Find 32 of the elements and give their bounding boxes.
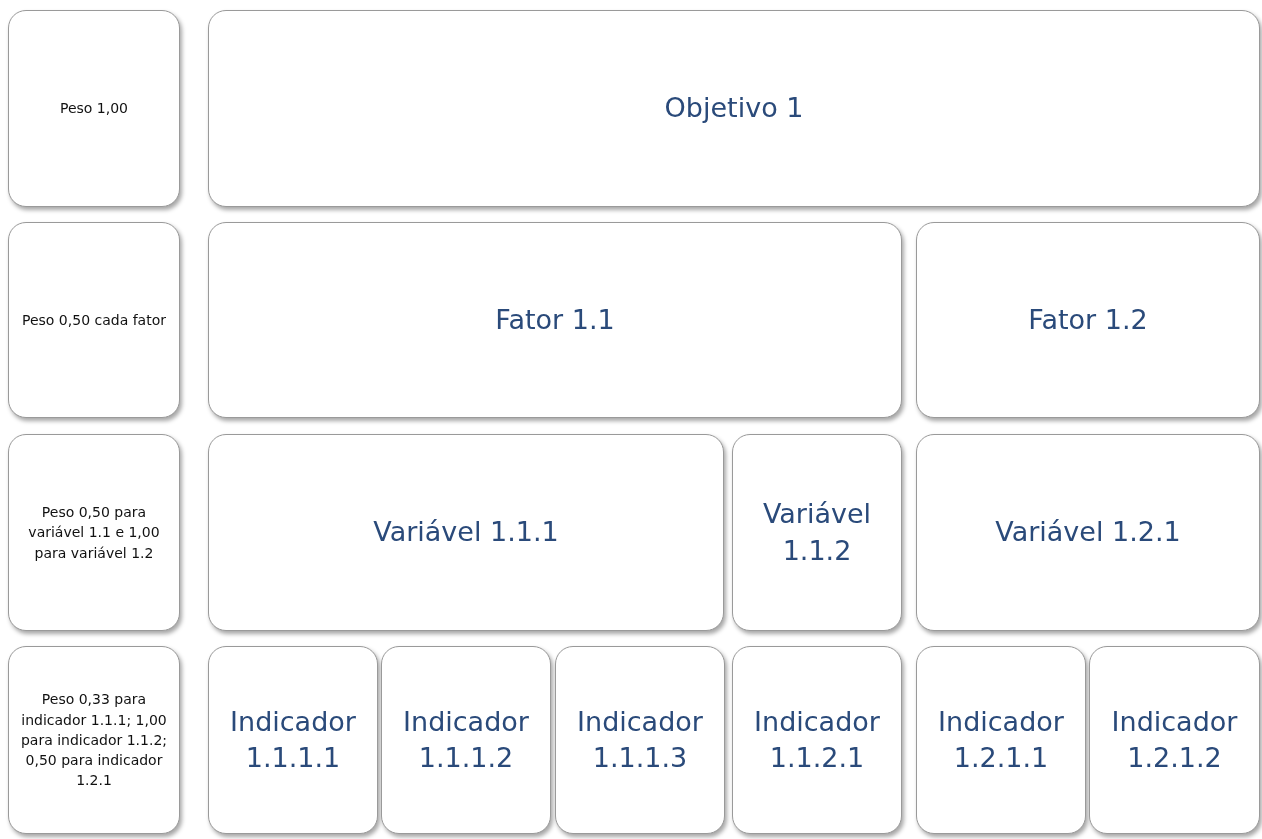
hierarchy-box <box>916 222 1260 418</box>
hierarchy-box <box>916 646 1086 834</box>
box-title: Indicador 1.2.1.1 <box>937 704 1065 775</box>
hierarchy-box <box>208 222 902 418</box>
hierarchy-box <box>208 646 378 834</box>
hierarchy-box <box>916 434 1260 631</box>
weight-box <box>8 10 180 207</box>
hierarchy-box <box>208 10 1260 207</box>
weight-box <box>8 646 180 834</box>
box-title: Indicador 1.1.2.1 <box>753 704 881 775</box>
box-title: Variável 1.2.1 <box>994 515 1182 550</box>
weight-text: Peso 0,50 para variável 1.1 e 1,00 para variável 1.2 <box>27 503 161 563</box>
box-title: Indicador 1.1.1.3 <box>576 704 704 775</box>
hierarchy-box <box>555 646 725 834</box>
box-title: Variável 1.1.2 <box>761 497 873 568</box>
hierarchy-box <box>381 646 551 834</box>
weight-box <box>8 434 180 631</box>
box-title: Indicador 1.1.1.2 <box>402 704 530 775</box>
hierarchy-box <box>732 646 902 834</box>
weight-text: Peso 0,33 para indicador 1.1.1; 1,00 para indicador 1.1.2; 0,50 para indicador 1.2.1 <box>19 690 169 791</box>
box-title: Fator 1.2 <box>1027 302 1149 337</box>
box-title: Variável 1.1.1 <box>372 515 560 550</box>
box-title: Indicador 1.2.1.2 <box>1110 704 1239 775</box>
weight-text: Peso 1,00 <box>58 99 129 119</box>
box-title: Objetivo 1 <box>663 91 805 126</box>
box-title: Fator 1.1 <box>494 302 616 337</box>
hierarchy-box <box>208 434 724 631</box>
box-title: Indicador 1.1.1.1 <box>229 704 357 775</box>
hierarchy-box <box>1089 646 1260 834</box>
hierarchy-box <box>732 434 902 631</box>
weight-text: Peso 0,50 cada fator <box>21 310 167 330</box>
weight-box <box>8 222 180 418</box>
